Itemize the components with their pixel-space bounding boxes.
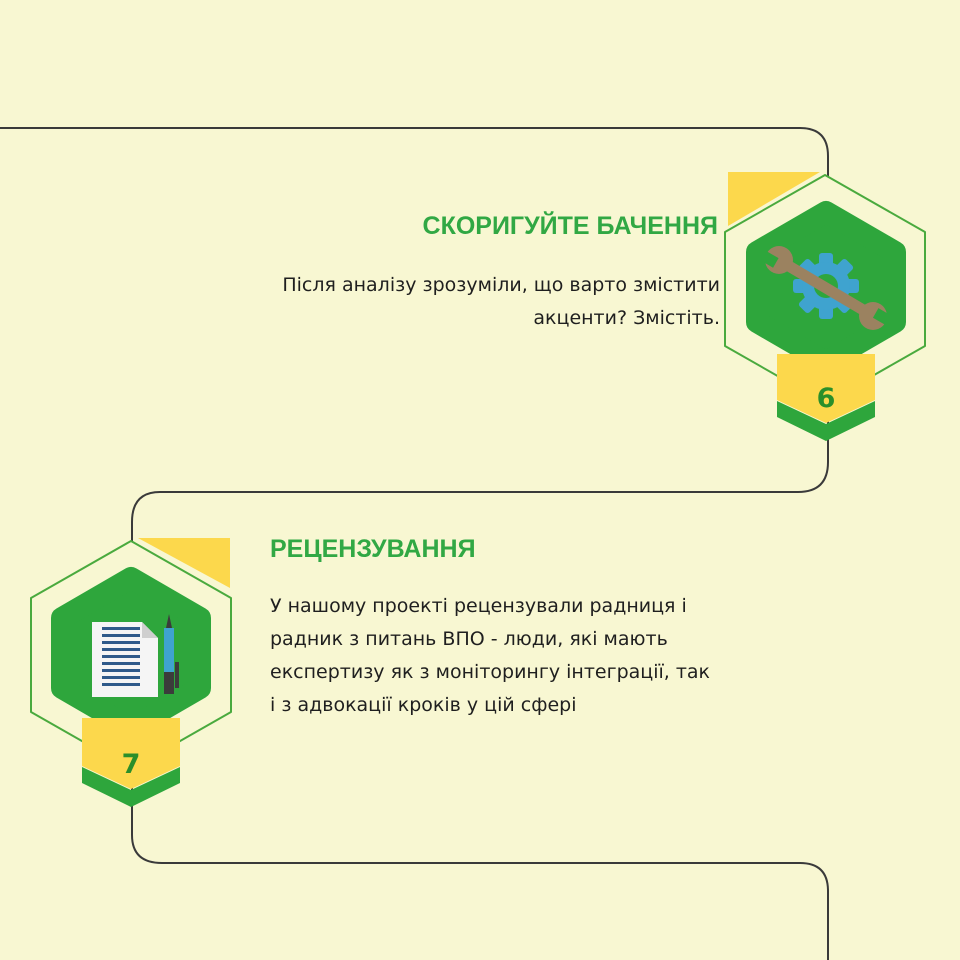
- step-7-description: У нашому проекті рецензували радниця і р…: [270, 595, 711, 716]
- timeline-path: [0, 127, 829, 960]
- step-7-badge: 7: [30, 538, 232, 807]
- step-6-badge: 6: [724, 172, 926, 441]
- yellow-corner-tab: [728, 172, 820, 226]
- document-pen-icon: [92, 614, 179, 697]
- yellow-banner: [777, 354, 875, 423]
- step-7-title: РЕЦЕНЗУВАННЯ: [270, 535, 476, 563]
- step-6-description: Після аналізу зрозуміли, що варто змісти…: [282, 274, 720, 329]
- step-number-7: 7: [122, 749, 141, 780]
- green-chevron: [777, 401, 875, 441]
- green-chevron: [82, 767, 180, 807]
- yellow-banner: [82, 718, 180, 789]
- wrench-gear-icon: [760, 246, 891, 330]
- step-6-title: СКОРИГУЙТЕ БАЧЕННЯ: [422, 212, 718, 240]
- yellow-corner-tab: [138, 538, 230, 588]
- step-number-6: 6: [817, 383, 836, 414]
